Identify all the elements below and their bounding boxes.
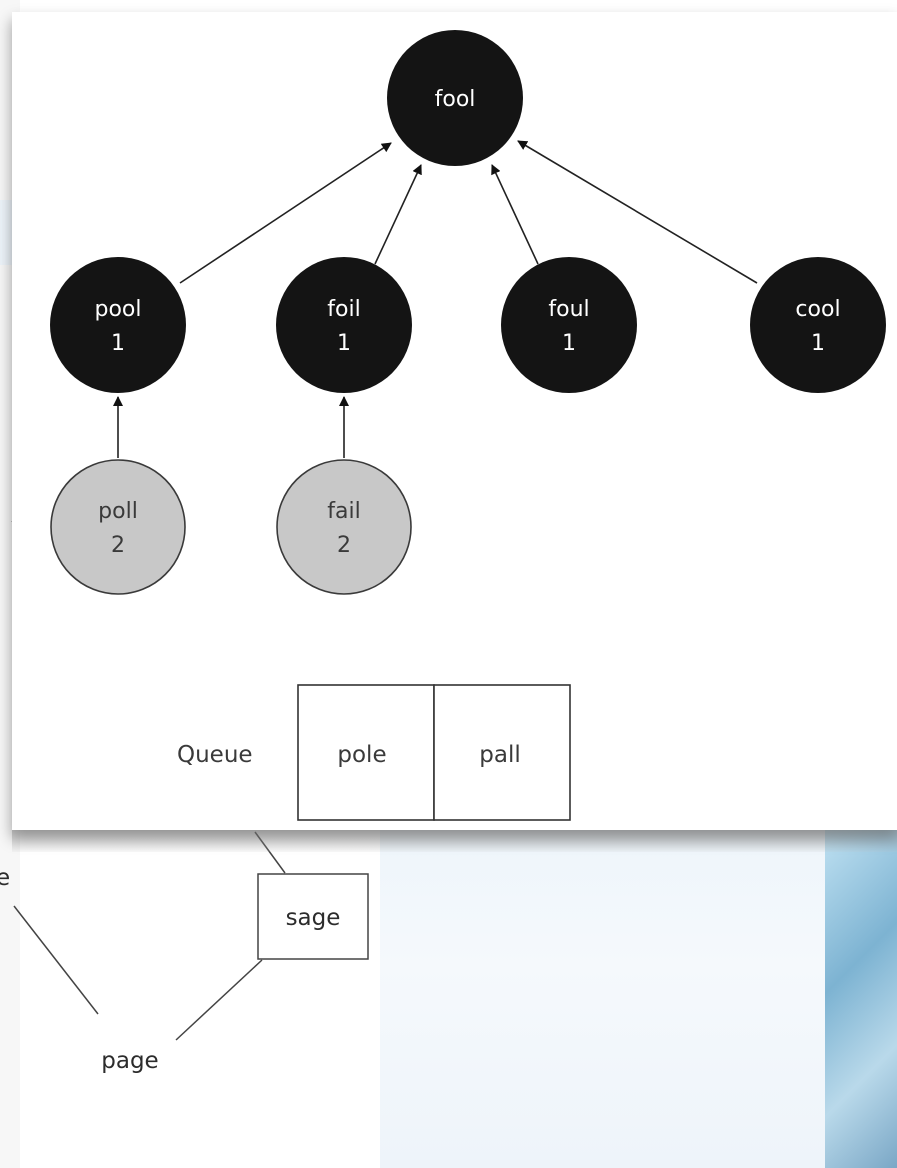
node-foul: foul 1	[501, 257, 637, 393]
node-circle	[387, 30, 523, 166]
background-edge	[13, 905, 99, 1015]
queue: Queue pole pall	[177, 684, 571, 821]
edge-pool-to-fool	[179, 142, 392, 284]
node-fail: fail 2	[276, 459, 412, 595]
node-count: 1	[811, 331, 825, 356]
node-fool: fool	[387, 30, 523, 166]
node-count: 1	[562, 331, 576, 356]
node-circle	[750, 257, 886, 393]
queue-label: Queue	[177, 742, 253, 768]
background-box-label: sage	[286, 905, 341, 931]
node-label: pool	[95, 297, 142, 322]
background-image-strip	[825, 830, 897, 1168]
node-count: 2	[337, 533, 351, 558]
queue-cell-label: pall	[479, 742, 520, 768]
node-count: 1	[337, 331, 351, 356]
background-bottom-label: page	[101, 1048, 158, 1074]
node-label: foil	[327, 297, 360, 322]
node-label: fail	[327, 499, 360, 524]
node-cool: cool 1	[750, 257, 886, 393]
node-poll: poll 2	[50, 459, 186, 595]
background-edge	[175, 959, 263, 1041]
node-circle	[276, 459, 412, 595]
background-box-sage	[257, 873, 369, 960]
node-circle	[501, 257, 637, 393]
node-label: fool	[435, 87, 476, 112]
node-count: 1	[111, 331, 125, 356]
diagram-card-shadow	[12, 830, 897, 852]
background-gradient	[380, 830, 897, 1168]
node-foil: foil 1	[276, 257, 412, 393]
queue-cell	[433, 684, 571, 821]
node-label: poll	[98, 499, 138, 524]
edge-foul-to-fool	[491, 164, 539, 265]
node-label: foul	[548, 297, 589, 322]
node-circle	[276, 257, 412, 393]
node-count: 2	[111, 533, 125, 558]
background-partial-label: e	[0, 865, 10, 891]
node-label: cool	[795, 297, 840, 322]
node-circle	[50, 459, 186, 595]
node-pool: pool 1	[50, 257, 186, 393]
graph-edges	[113, 140, 758, 458]
edge-cool-to-fool	[517, 140, 758, 284]
queue-cell-label: pole	[337, 742, 386, 768]
edge-foil-to-fool	[374, 164, 422, 265]
node-circle	[50, 257, 186, 393]
